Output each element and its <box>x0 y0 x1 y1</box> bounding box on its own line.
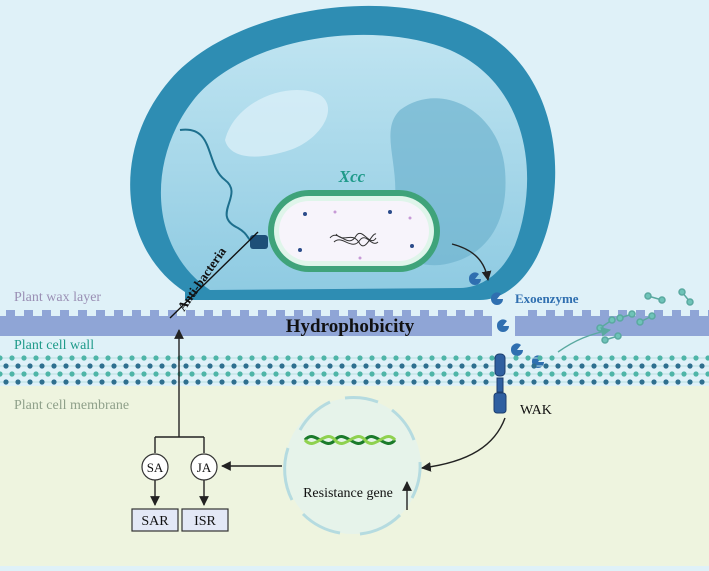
sar-box <box>131 508 179 532</box>
xcc-label: Xcc <box>338 167 366 186</box>
secretion-arrow <box>451 243 492 281</box>
hydrophobicity-label: Hydrophobicity <box>286 316 415 337</box>
ja-label: JA <box>197 460 212 475</box>
xcc-bacterium <box>250 190 440 272</box>
wax-layer-teeth <box>6 310 709 317</box>
exoenzyme-label: Exoenzyme <box>515 291 579 306</box>
degradation-arrow <box>557 326 611 353</box>
wax-layer-label: Plant wax layer <box>14 290 101 305</box>
cell-wall-chains <box>0 355 709 385</box>
sa-label: SA <box>147 460 164 475</box>
sar-label: SAR <box>141 514 169 529</box>
wax-layer <box>0 316 709 336</box>
wak-signal-arrow <box>421 417 506 472</box>
wak-receptor <box>493 353 507 414</box>
hormone-branch <box>150 329 209 506</box>
wak-label: WAK <box>520 403 552 418</box>
isr-label: ISR <box>194 514 216 529</box>
isr-box <box>181 508 229 532</box>
nucleus <box>283 395 422 536</box>
exoenzyme-icons <box>468 272 544 368</box>
cell-membrane-label: Plant cell membrane <box>14 398 129 413</box>
sa-node <box>141 453 169 481</box>
degraded-fragments <box>596 288 694 344</box>
anti-bacteria-line <box>169 231 259 319</box>
cell-wall-label: Plant cell wall <box>14 338 94 353</box>
ja-node <box>190 453 218 481</box>
dna-helix-icon <box>303 435 397 445</box>
resistance-gene-label: Resistance gene <box>303 486 393 501</box>
flagellum <box>179 128 263 245</box>
